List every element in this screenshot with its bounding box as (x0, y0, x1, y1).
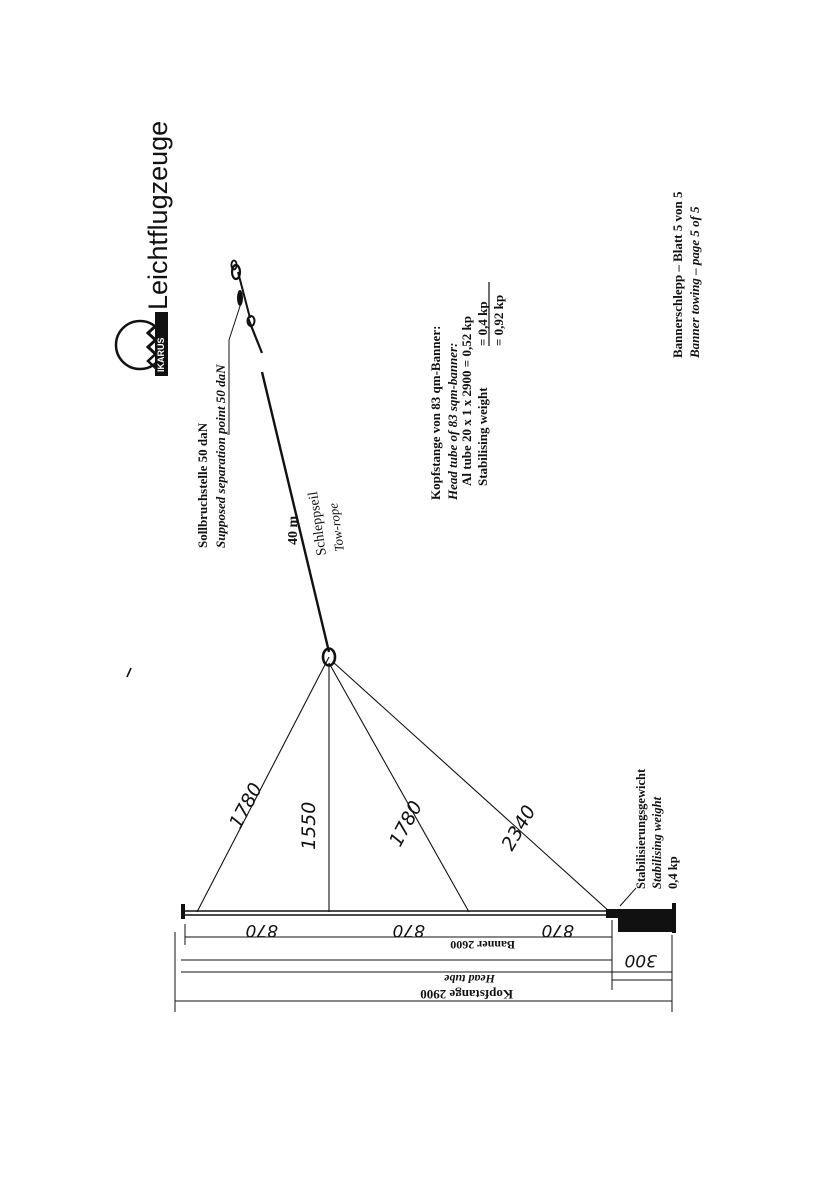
weight-leader (619, 887, 637, 907)
segment-length-2: 870 (393, 920, 425, 940)
head-tube-info: Kopfstange von 83 qm-Banner: Head tube o… (428, 282, 506, 501)
footer-en: Banner towing – page 5 of 5 (687, 206, 702, 359)
stray-pen-mark (126, 667, 132, 678)
logo-company-name: Leichtflugzeuge (143, 121, 173, 310)
tube-end-cap-left (181, 904, 185, 919)
weak-link (237, 290, 243, 306)
bridle-length-4: 2340 (497, 802, 540, 855)
bridle-length-2: 1550 (298, 802, 320, 850)
head-tube-dimension-en: Head tube (443, 972, 496, 986)
head-tube (181, 887, 676, 933)
info-line-al-tube: Al tube 20 x 1 x 2900 = 0,52 kp (459, 316, 474, 486)
banner-dimension: Banner 2600 (450, 938, 515, 952)
stabilising-weight-en: Stabilising weight (650, 796, 664, 889)
segment-length-4: 300 (625, 950, 657, 970)
bridle-line-4 (332, 661, 611, 913)
tow-rope-de: Schleppseil (306, 490, 330, 556)
bridle-line-1 (196, 656, 330, 913)
rope-shackle (246, 315, 256, 327)
head-tube-dimension-de: Kopfstange 2900 (420, 987, 513, 1002)
stabilising-weight-label: Stabilisierungsgewicht Stabilising weigh… (634, 768, 680, 889)
segment-length-3: 870 (542, 920, 574, 940)
dimension-lines: 870 870 870 300 Banner 2600 Kopfstange 2… (174, 920, 673, 1012)
stabilising-weight-value: 0,4 kp (666, 856, 680, 889)
tow-rope: 40 m Schleppseil Tow-rope (230, 259, 347, 653)
stabilising-weight-de: Stabilisierungsgewicht (634, 768, 648, 889)
page-footer: Bannerschlepp – Blatt 5 von 5 Banner tow… (670, 191, 702, 359)
ikarus-logo: IKARUS Leichtflugzeuge (114, 121, 173, 376)
segment-length-1: 870 (246, 920, 278, 940)
info-title-en: Head tube of 83 sqm-banner: (445, 343, 460, 501)
separation-point-en: Supposed separation point 50 daN (213, 364, 228, 548)
logo-brand-text: IKARUS (156, 337, 166, 372)
bridle: 1780 1550 1780 2340 (196, 656, 611, 913)
tow-rope-line (260, 371, 331, 653)
stabilising-weight-block (606, 909, 676, 918)
ikarus-logo-emblem: IKARUS (114, 312, 168, 376)
tube-end-cap-right (672, 903, 676, 933)
tow-rope-en: Tow-rope (325, 502, 347, 553)
tow-rope-length: 40 m (286, 516, 301, 546)
separation-point-leader-end (228, 299, 243, 341)
info-title-de: Kopfstange von 83 qm-Banner: (428, 326, 443, 500)
info-line-stabilising-label: Stabilising weight (475, 387, 490, 486)
bridle-length-3: 1780 (385, 797, 427, 850)
separation-point-label: Sollbruchstelle 50 daN Supposed separati… (195, 299, 243, 548)
separation-point-de: Sollbruchstelle 50 daN (195, 422, 210, 548)
bridle-line-3 (328, 662, 470, 913)
bridle-length-1: 1780 (225, 779, 267, 832)
info-line-stabilising-value: = 0,4 kp (475, 301, 490, 346)
info-line-total: = 0,92 kp (491, 295, 506, 346)
footer-de: Bannerschlepp – Blatt 5 von 5 (670, 191, 685, 358)
